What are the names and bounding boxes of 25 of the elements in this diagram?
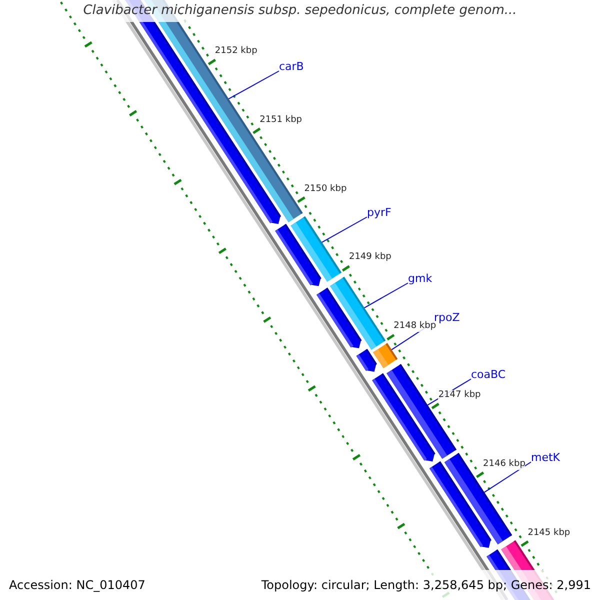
leader-line bbox=[484, 462, 532, 493]
gene-name: gmk bbox=[408, 272, 432, 285]
gene-name: carB bbox=[279, 60, 304, 73]
gene-name: coaBC bbox=[471, 368, 506, 381]
gene-feature bbox=[372, 373, 436, 462]
leader-line bbox=[364, 282, 408, 308]
scale-label: 2149 kbp bbox=[348, 252, 392, 264]
scale-label: 2151 kbp bbox=[260, 114, 302, 126]
scale-label: 2148 kbp bbox=[394, 321, 436, 332]
genome-info: Accession: NC_010407 bbox=[9, 577, 146, 594]
gene-name: metK bbox=[531, 451, 560, 464]
genome-info: Topology: circular; Length: 3,258,645 bp; Genes: 2,991 bbox=[261, 577, 591, 594]
leader-line bbox=[321, 216, 368, 243]
gene-feature bbox=[356, 348, 377, 372]
scale-label: 2145 kbp bbox=[528, 528, 570, 539]
gene-feature bbox=[373, 343, 398, 368]
gene-feature bbox=[275, 224, 322, 286]
gene-feature bbox=[316, 288, 362, 348]
leader-line bbox=[228, 70, 280, 100]
gene-name: pyrF bbox=[367, 206, 392, 219]
scale-label: 2147 kbp bbox=[438, 390, 481, 401]
scale-label: 2146 kbp bbox=[483, 458, 526, 470]
scale-label: 2150 kbp bbox=[304, 184, 347, 195]
gene-name: rpoZ bbox=[434, 311, 460, 324]
scale-label: 2152 kbp bbox=[214, 46, 258, 58]
